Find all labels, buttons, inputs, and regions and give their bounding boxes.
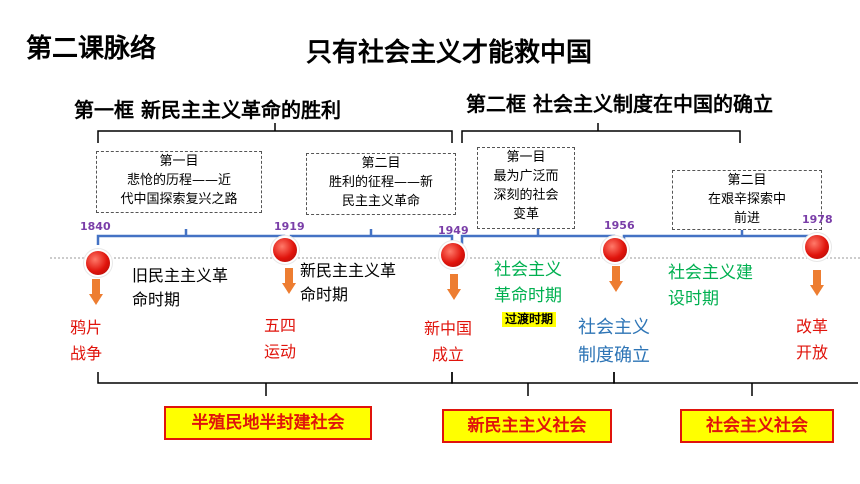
down-arrow-icon	[282, 268, 296, 294]
society-brace-3	[613, 372, 858, 396]
timeline-bracket-1	[96, 229, 286, 245]
event-reform-opening: 改革 开放	[796, 314, 828, 366]
down-arrow-icon	[810, 270, 824, 296]
event-line: 制度确立	[578, 345, 650, 366]
item-box-1-line: 代中国探索复兴之路	[120, 192, 238, 207]
timeline-bracket-4	[622, 229, 817, 245]
item-box-2-line: 民主主义革命	[341, 194, 420, 209]
item-box-3-line: 变革	[512, 207, 539, 222]
frame2-brace	[461, 123, 741, 143]
item-box-1: 第一目 悲怆的历程——近 代中国探索复兴之路	[96, 151, 262, 213]
period-socialist-revolution: 社会主义 革命时期	[494, 257, 562, 309]
timeline-node-1956	[603, 238, 627, 262]
event-prc-founded: 新中国 成立	[424, 316, 472, 368]
timeline-bracket-3	[460, 229, 616, 245]
society-new-democratic: 新民主主义社会	[442, 409, 612, 443]
event-line: 改革	[796, 317, 829, 336]
event-line: 五四	[264, 316, 297, 335]
event-line: 社会主义	[578, 317, 650, 338]
timeline-node-1919	[273, 238, 297, 262]
period-old-democratic: 旧民主主义革 命时期	[132, 264, 228, 312]
society-semi-colonial: 半殖民地半封建社会	[164, 406, 372, 440]
main-title: 只有社会主义才能救中国	[306, 38, 593, 68]
year-label: 1978	[802, 213, 833, 226]
item-box-2-line: 胜利的征程——新	[328, 175, 433, 190]
item-box-1-line: 第一目	[159, 154, 199, 169]
timeline-bracket-2	[289, 229, 454, 245]
lesson-title: 第二课脉络	[26, 34, 157, 64]
item-box-2: 第二目 胜利的征程——新 民主主义革命	[306, 153, 456, 215]
event-line: 新中国	[424, 319, 473, 338]
item-box-1-line: 悲怆的历程——近	[126, 173, 231, 188]
item-box-4-line: 前进	[733, 211, 760, 226]
period-line: 革命时期	[494, 286, 562, 306]
year-label: 1949	[438, 224, 469, 237]
frame1-brace	[97, 123, 453, 143]
event-line: 战争	[70, 344, 103, 363]
period-line: 命时期	[300, 285, 349, 304]
period-line: 新民主主义革	[300, 261, 397, 280]
transition-period-label: 过渡时期	[502, 312, 557, 327]
society-brace-1	[97, 372, 453, 396]
event-line: 鸦片	[70, 318, 103, 337]
period-line: 旧民主主义革	[132, 266, 229, 285]
period-socialist-construction: 社会主义建 设时期	[668, 260, 753, 312]
period-line: 设时期	[668, 289, 719, 309]
year-label: 1919	[274, 220, 305, 233]
year-label: 1840	[80, 220, 111, 233]
frame1-title: 第一框 新民主主义革命的胜利	[74, 98, 341, 122]
period-line: 社会主义	[494, 260, 562, 280]
event-line: 开放	[796, 343, 829, 362]
frame2-title: 第二框 社会主义制度在中国的确立	[466, 92, 773, 116]
item-box-4-line: 第二目	[727, 173, 767, 188]
item-box-3-line: 最为广泛而	[493, 169, 559, 184]
timeline-node-1840	[86, 251, 110, 275]
period-line: 社会主义建	[668, 263, 753, 283]
period-new-democratic: 新民主主义革 命时期	[300, 259, 396, 307]
down-arrow-icon	[447, 274, 461, 300]
timeline-node-1978	[805, 235, 829, 259]
item-box-3: 第一目 最为广泛而 深刻的社会 变革	[477, 147, 575, 229]
item-box-3-line: 深刻的社会	[493, 188, 559, 203]
timeline-node-1949	[441, 243, 465, 267]
item-box-3-line: 第一目	[506, 150, 546, 165]
society-socialist: 社会主义社会	[680, 409, 834, 443]
down-arrow-icon	[609, 266, 623, 292]
society-brace-2	[451, 372, 615, 396]
event-may-fourth: 五四 运动	[264, 313, 296, 365]
event-opium-war: 鸦片 战争	[70, 315, 102, 367]
event-line: 成立	[432, 345, 465, 364]
event-socialist-system: 社会主义 制度确立	[578, 314, 650, 370]
down-arrow-icon	[89, 279, 103, 305]
item-box-4-line: 在艰辛探索中	[707, 192, 786, 207]
item-box-4: 第二目 在艰辛探索中 前进	[672, 170, 822, 230]
event-line: 运动	[264, 342, 297, 361]
item-box-2-line: 第二目	[361, 156, 401, 171]
period-line: 命时期	[132, 290, 181, 309]
year-label: 1956	[604, 219, 635, 232]
